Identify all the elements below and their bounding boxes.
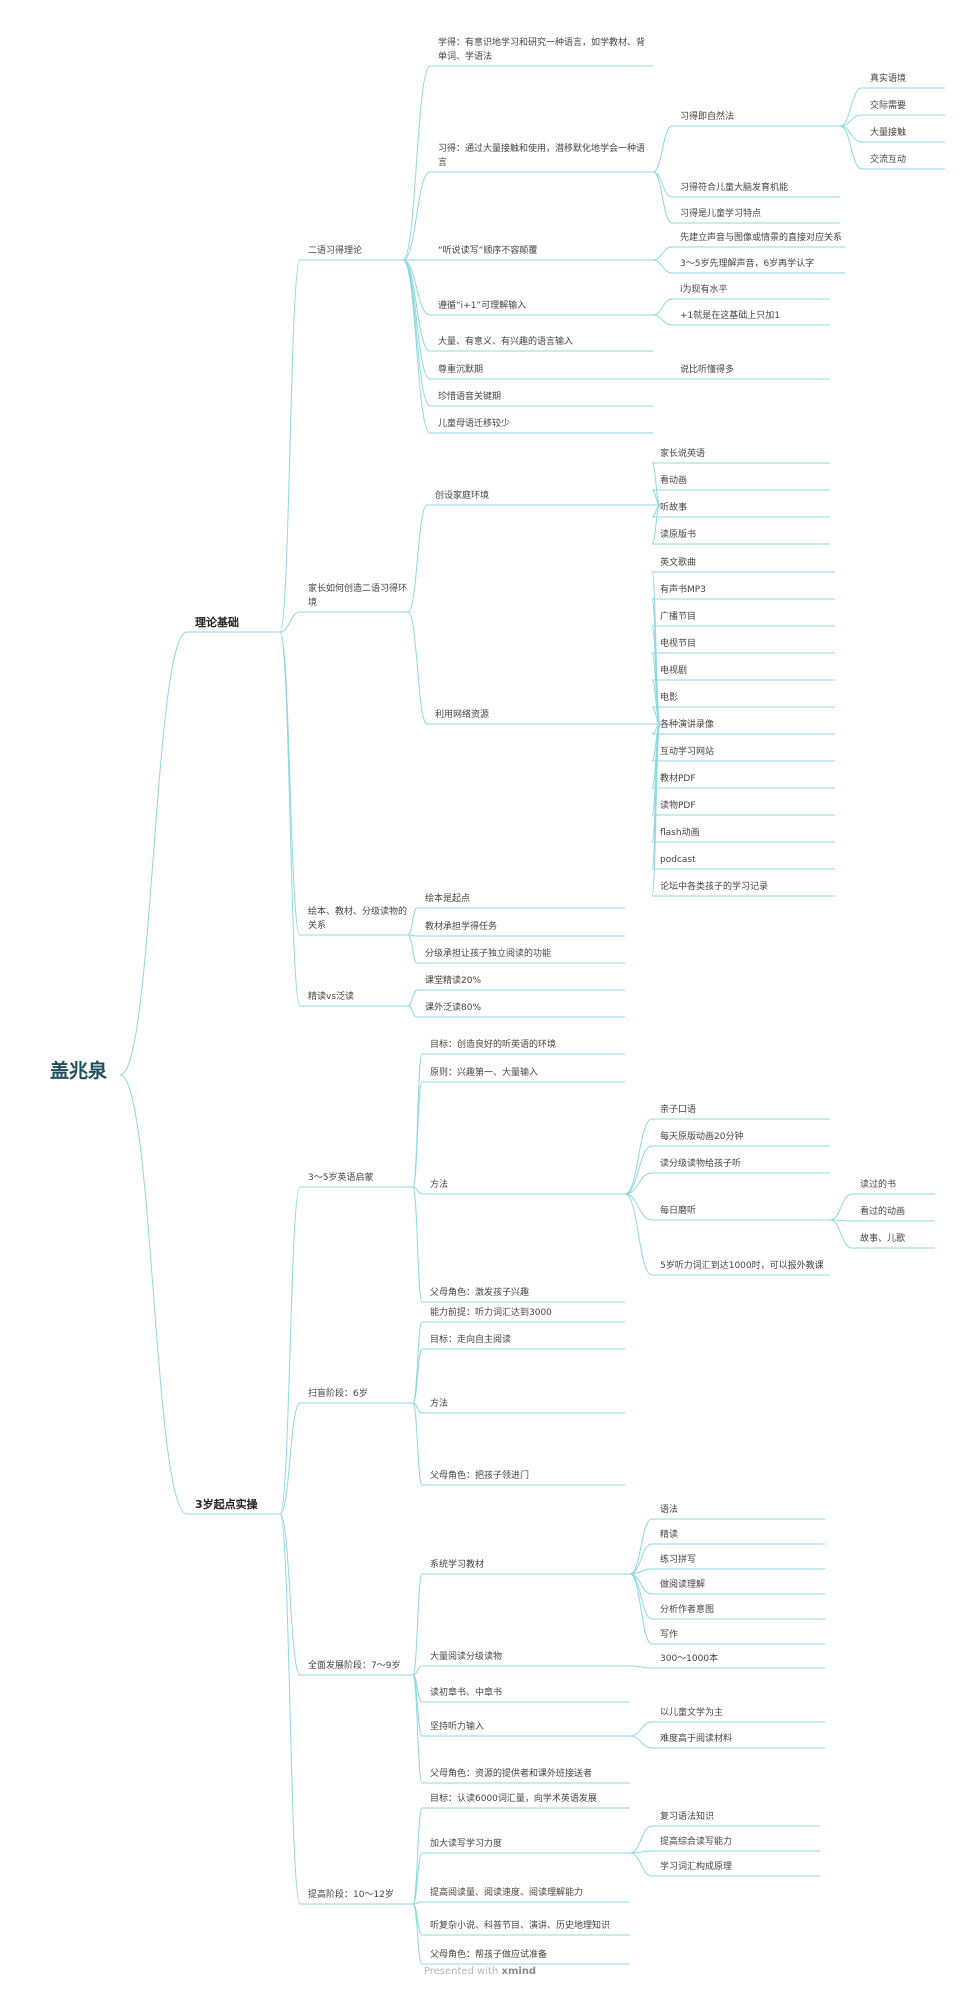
detail-topic: 家长说英语 bbox=[660, 449, 706, 459]
topic: 大量、有意义、有兴趣的语言输入 bbox=[438, 337, 574, 347]
detail-topic: +1就是在这基础上只加1 bbox=[680, 311, 780, 321]
detail-topic: flash动画 bbox=[660, 828, 700, 838]
main-branch: 理论基础 bbox=[195, 616, 239, 629]
topic: 读初章书、中章书 bbox=[430, 1688, 503, 1698]
subtopic: 二语习得理论 bbox=[308, 246, 363, 256]
topic: 教材承担学得任务 bbox=[425, 922, 498, 932]
topic: 能力前提：听力词汇达到3000 bbox=[430, 1308, 552, 1318]
detail-topic: 5岁听力词汇到达1000时，可以报外教课 bbox=[660, 1261, 824, 1271]
subtopic: 绘本、教材、分级读物的关系 bbox=[308, 907, 408, 931]
topic: 目标：走向自主阅读 bbox=[430, 1335, 512, 1345]
detail-topic: 精读 bbox=[660, 1530, 679, 1540]
detail-topic: podcast bbox=[660, 855, 696, 865]
topic: 珍惜语音关键期 bbox=[438, 392, 502, 402]
detail-topic: 先建立声音与图像或情景的直接对应关系 bbox=[680, 233, 843, 243]
topic: 分级承担让孩子独立阅读的功能 bbox=[425, 949, 552, 959]
leaf-topic: 读过的书 bbox=[860, 1180, 897, 1190]
footer: Presented with xmind bbox=[0, 1966, 960, 1977]
leaf-topic: 故事、儿歌 bbox=[860, 1234, 906, 1244]
detail-topic: 以儿童文学为主 bbox=[660, 1708, 724, 1718]
detail-topic: 论坛中各类孩子的学习记录 bbox=[660, 882, 769, 892]
subtopic: 家长如何创造二语习得环境 bbox=[308, 584, 408, 608]
topic: 父母角色：激发孩子兴趣 bbox=[430, 1288, 530, 1298]
topic: 坚持听力输入 bbox=[430, 1722, 485, 1732]
topic: 加大读写学习力度 bbox=[430, 1839, 503, 1849]
main-branch: 3岁起点实操 bbox=[195, 1498, 258, 1511]
detail-topic: 提高综合读写能力 bbox=[660, 1837, 733, 1847]
detail-topic: 教材PDF bbox=[660, 774, 696, 784]
subtopic: 3～5岁英语启蒙 bbox=[308, 1173, 374, 1183]
leaf-topic: 看过的动画 bbox=[860, 1207, 906, 1217]
detail-topic: 习得即自然法 bbox=[680, 112, 735, 122]
topic: 利用网络资源 bbox=[435, 710, 490, 720]
detail-topic: 各种演讲录像 bbox=[660, 720, 715, 730]
topic: 儿童母语迁移较少 bbox=[438, 419, 511, 429]
detail-topic: 互动学习网站 bbox=[660, 747, 715, 757]
subtopic: 扫盲阶段：6岁 bbox=[308, 1389, 368, 1399]
topic: 习得：通过大量接触和使用，潜移默化地学会一种语言 bbox=[438, 144, 646, 168]
detail-topic: 难度高于阅读材料 bbox=[660, 1734, 733, 1744]
topic: 课外泛读80% bbox=[425, 1003, 482, 1013]
detail-topic: 3～5岁先理解声音，6岁再学认字 bbox=[680, 259, 815, 269]
detail-topic: 读原版书 bbox=[660, 530, 697, 540]
subtopic: 全面发展阶段：7～9岁 bbox=[308, 1661, 401, 1671]
detail-topic: 英文歌曲 bbox=[660, 558, 697, 568]
detail-topic: 电视节目 bbox=[660, 639, 697, 649]
topic: 遵循“i+1”可理解输入 bbox=[438, 301, 527, 311]
detail-topic: 看动画 bbox=[660, 476, 688, 486]
topic: 学得：有意识地学习和研究一种语言，如学教材、背单词、学语法 bbox=[438, 38, 646, 62]
topic: 系统学习教材 bbox=[430, 1560, 485, 1570]
topic: 目标：创造良好的听英语的环境 bbox=[430, 1040, 557, 1050]
topic: 目标：认读6000词汇量，向学术英语发展 bbox=[430, 1794, 597, 1804]
leaf-topic: 真实语境 bbox=[870, 74, 907, 84]
leaf-topic: 大量接触 bbox=[870, 128, 907, 138]
detail-topic: 听故事 bbox=[660, 503, 688, 513]
detail-topic: 每日磨听 bbox=[660, 1206, 697, 1216]
topic: 原则：兴趣第一、大量输入 bbox=[430, 1068, 539, 1078]
topic: 尊重沉默期 bbox=[438, 365, 484, 375]
detail-topic: 复习语法知识 bbox=[660, 1812, 715, 1822]
footer-prefix: Presented with bbox=[423, 1966, 499, 1977]
detail-topic: 写作 bbox=[660, 1630, 679, 1640]
detail-topic: 习得是儿童学习特点 bbox=[680, 209, 762, 219]
topic: 绘本是起点 bbox=[425, 894, 471, 904]
topic: 父母角色：把孩子领进门 bbox=[430, 1471, 530, 1481]
detail-topic: 练习拼写 bbox=[660, 1555, 697, 1565]
detail-topic: 每天原版动画20分钟 bbox=[660, 1132, 744, 1142]
topic: 大量阅读分级读物 bbox=[430, 1652, 503, 1662]
topic: 听复杂小说、科普节目、演讲、历史地理知识 bbox=[430, 1921, 611, 1931]
topic: 父母角色：帮孩子做应试准备 bbox=[430, 1950, 548, 1960]
detail-topic: 做阅读理解 bbox=[660, 1580, 706, 1590]
detail-topic: 语法 bbox=[660, 1505, 679, 1515]
leaf-topic: 交流互动 bbox=[870, 155, 907, 165]
detail-topic: 电影 bbox=[660, 693, 679, 703]
subtopic: 精读vs泛读 bbox=[308, 992, 355, 1002]
detail-topic: 广播节目 bbox=[660, 612, 697, 622]
detail-topic: 读物PDF bbox=[660, 801, 696, 811]
topic: 父母角色：资源的提供者和课外班接送者 bbox=[430, 1769, 593, 1779]
detail-topic: 有声书MP3 bbox=[660, 585, 706, 595]
topic: 创设家庭环境 bbox=[435, 491, 490, 501]
root-topic: 盖兆泉 bbox=[50, 1060, 108, 1082]
detail-topic: 习得符合儿童大脑发育机能 bbox=[680, 183, 789, 193]
detail-topic: 说比听懂得多 bbox=[680, 365, 735, 375]
detail-topic: 分析作者意图 bbox=[660, 1605, 715, 1615]
topic: 提高阅读量、阅读速度、阅读理解能力 bbox=[430, 1888, 584, 1898]
detail-topic: 电视剧 bbox=[660, 666, 688, 676]
detail-topic: i为现有水平 bbox=[680, 285, 728, 295]
subtopic: 提高阶段：10～12岁 bbox=[308, 1890, 394, 1900]
detail-topic: 亲子口语 bbox=[660, 1105, 697, 1115]
xmind-logo: xmind bbox=[501, 1966, 537, 1977]
leaf-topic: 交际需要 bbox=[870, 101, 907, 111]
detail-topic: 读分级读物给孩子听 bbox=[660, 1159, 742, 1169]
topic: 课堂精读20% bbox=[425, 976, 482, 986]
topic: 方法 bbox=[430, 1180, 449, 1190]
topic: 方法 bbox=[430, 1399, 449, 1409]
topic: “听说读写”顺序不容颠覆 bbox=[438, 246, 538, 256]
detail-topic: 学习词汇构成原理 bbox=[660, 1862, 733, 1872]
detail-topic: 300～1000本 bbox=[660, 1654, 719, 1664]
